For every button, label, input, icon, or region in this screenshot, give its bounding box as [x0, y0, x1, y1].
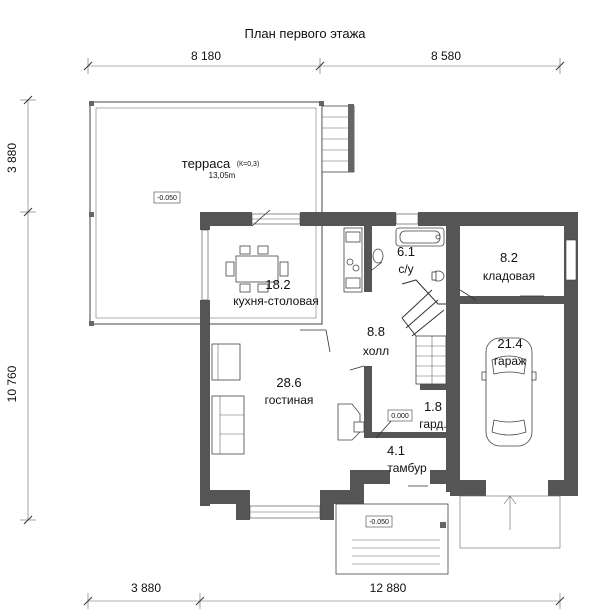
- kitchen-area: 18.2: [265, 277, 290, 292]
- walls: [200, 212, 578, 520]
- living-furniture: [211, 343, 365, 455]
- wc-fixtures: [372, 227, 445, 282]
- left-dimension-line: 3 880 10 760: [5, 95, 36, 525]
- vestibule-area: 4.1: [387, 443, 405, 458]
- vestibule-name: тамбур: [387, 461, 427, 475]
- dim-left-main: 10 760: [5, 365, 19, 402]
- terrace-name: терраса: [182, 156, 231, 171]
- car: [481, 337, 537, 447]
- wc-area: 6.1: [397, 244, 415, 259]
- dim-top-right: 8 580: [431, 49, 461, 63]
- garage-area: 21.4: [497, 336, 522, 351]
- porch-level: -0.050: [369, 519, 389, 526]
- interior-level-value: 0.000: [391, 413, 409, 420]
- dim-left-top: 3 880: [5, 143, 19, 173]
- wardrobe-name: гард.: [419, 417, 447, 431]
- kitchen-name: кухня-столовая: [233, 294, 319, 308]
- wc-name: с/у: [398, 262, 413, 276]
- dining-table: [235, 255, 279, 283]
- kitchen-furniture: [225, 227, 363, 293]
- wardrobe-area: 1.8: [424, 399, 442, 414]
- kitchen-counter: [343, 227, 363, 293]
- room-labels: 18.2 кухня-столовая 6.1 с/у 8.2 кладовая…: [233, 244, 535, 475]
- living-name: гостиная: [265, 393, 314, 407]
- dim-top-left: 8 180: [191, 49, 221, 63]
- storage-area: 8.2: [500, 250, 518, 265]
- living-area: 28.6: [276, 375, 301, 390]
- sink: [372, 248, 384, 264]
- dim-bottom-left: 3 880: [131, 581, 161, 595]
- terrace-level: -0.050: [157, 195, 177, 202]
- armchair: [211, 343, 241, 381]
- garage-name: гараж: [494, 354, 526, 368]
- terrace-coef: (К=0,3): [237, 161, 260, 168]
- bottom-dimension-line: 3 880 12 880: [83, 581, 565, 609]
- dim-bottom-right: 12 880: [370, 581, 407, 595]
- hall-name: холл: [363, 344, 389, 358]
- porch: -0.050: [335, 495, 561, 575]
- staircase: [401, 279, 447, 385]
- top-dimension-line: 8 180 8 580: [83, 49, 565, 74]
- plan-title: План первого этажа: [244, 26, 366, 41]
- sofa: [211, 395, 245, 455]
- terrace-area: 13,05m: [209, 171, 236, 180]
- doors: [251, 209, 544, 487]
- storage-name: кладовая: [483, 269, 535, 283]
- hall-area: 8.8: [367, 324, 385, 339]
- interior-level: 0.000: [387, 409, 413, 422]
